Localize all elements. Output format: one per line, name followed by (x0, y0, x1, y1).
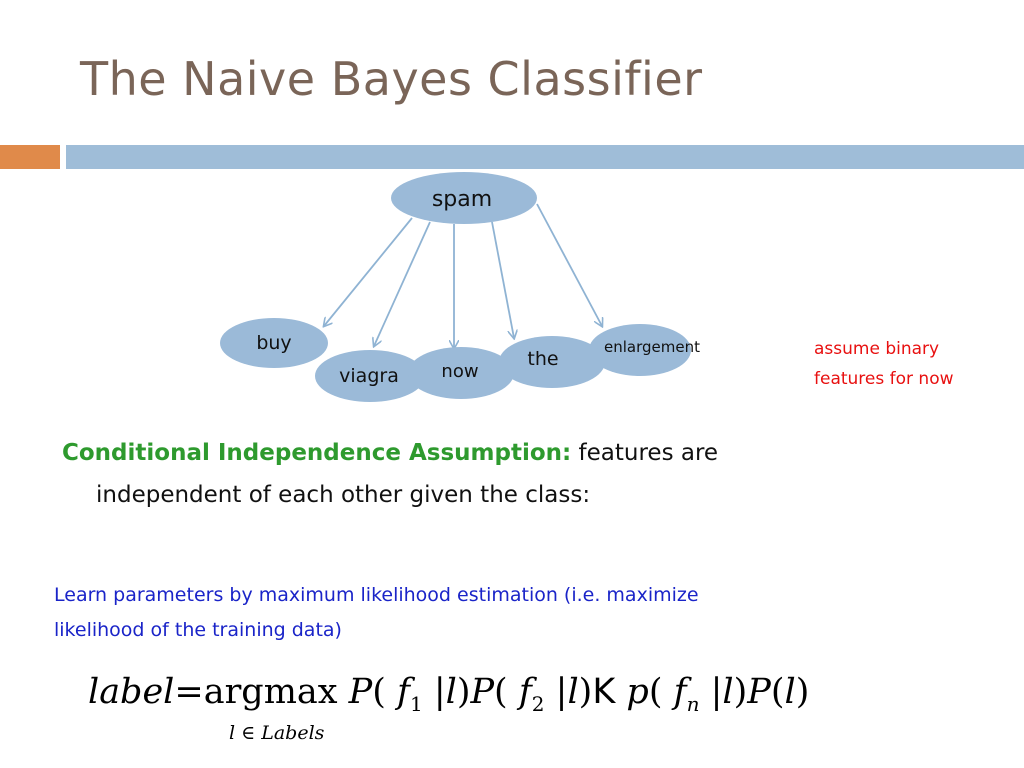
diagram-nodes: spam buy viagra enlargement the now (220, 172, 700, 402)
formula-l-3: l (722, 672, 734, 712)
formula-argmax-underset: l ∈ Labels (229, 722, 325, 744)
assumption-heading: Conditional Independence Assumption: (62, 440, 572, 466)
node-viagra-label: viagra (339, 365, 399, 387)
edge-spam-enlargement (536, 203, 602, 326)
diagram-edges (324, 203, 602, 348)
title-accent-bar-orange (0, 145, 60, 169)
node-enlargement: enlargement (589, 324, 700, 376)
naive-bayes-formula: label=argmax P( f1 |l)P( f2 |l)K p( fn |… (88, 672, 810, 716)
binary-features-note: assume binary features for now (814, 334, 1014, 394)
node-viagra: viagra (315, 350, 425, 402)
assumption-text-line-1: features are (578, 440, 719, 466)
learn-line-2: likelihood of the training data) (54, 619, 342, 641)
formula-l-4: l (784, 672, 796, 712)
formula-sub-n: n (686, 692, 700, 716)
node-spam: spam (391, 172, 537, 224)
formula-p-lower: p (626, 672, 649, 712)
formula-f2: f (518, 672, 532, 712)
conditional-independence-assumption: Conditional Independence Assumption: fea… (62, 432, 842, 516)
formula-bar-2: | (555, 672, 568, 712)
formula-fn: f (673, 672, 687, 712)
formula-p2: P (470, 672, 495, 712)
title-accent-bar-blue (66, 145, 1024, 169)
node-now: now (408, 347, 514, 399)
node-enlargement-label: enlargement (604, 338, 700, 356)
edge-spam-viagra (374, 221, 431, 346)
node-the: the (499, 336, 605, 388)
node-buy-label: buy (256, 332, 291, 354)
bayes-network-diagram: spam buy viagra enlargement the now (220, 172, 700, 402)
assumption-text-line-2: independent of each other given the clas… (96, 482, 591, 508)
edge-spam-the (491, 221, 514, 338)
formula-argmax: argmax (203, 672, 338, 712)
formula-equals: = (174, 672, 204, 712)
node-now-label: now (441, 361, 478, 382)
formula-f1: f (396, 672, 410, 712)
learn-parameters-text: Learn parameters by maximum likelihood e… (54, 578, 854, 648)
formula-bar-1: | (433, 672, 446, 712)
node-buy: buy (220, 318, 328, 368)
note-line-2: features for now (814, 369, 954, 389)
formula-l-1: l (445, 672, 457, 712)
formula-lhs: label (88, 672, 175, 712)
formula-sub-1: 1 (409, 692, 423, 716)
node-the-label: the (527, 348, 558, 370)
slide-title: The Naive Bayes Classifier (80, 52, 703, 106)
formula-sub-2: 2 (531, 692, 545, 716)
note-line-1: assume binary (814, 339, 940, 359)
formula-ellipsis: K (592, 672, 616, 712)
formula-bar-3: | (710, 672, 723, 712)
node-spam-label: spam (432, 187, 492, 212)
formula-p3: P (747, 672, 771, 712)
edge-spam-buy (324, 217, 413, 326)
assumption-line-1: Conditional Independence Assumption: fea… (62, 432, 842, 474)
formula-l-2: l (567, 672, 579, 712)
formula-p1: P (348, 672, 373, 712)
learn-line-1: Learn parameters by maximum likelihood e… (54, 584, 699, 606)
